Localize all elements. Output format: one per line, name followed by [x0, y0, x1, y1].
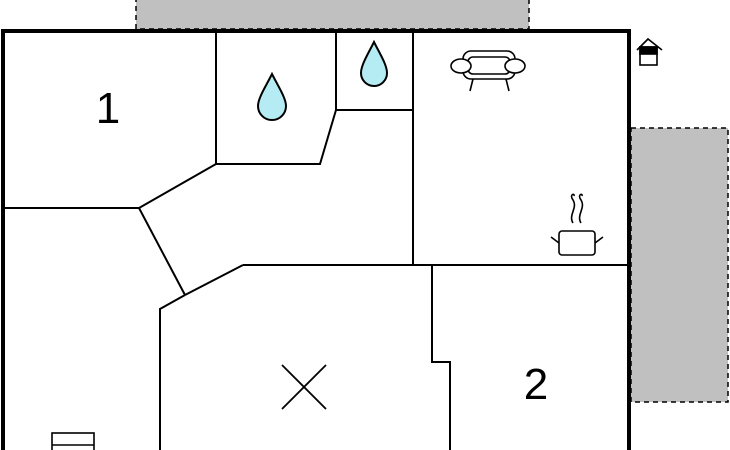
terrace-top: [135, 0, 530, 30]
shower-drop-icon: [256, 71, 288, 121]
cross-mark-icon: [281, 364, 327, 410]
entrance-icon: [636, 37, 663, 66]
room-label-2: 2: [524, 360, 548, 409]
sofa-icon: [450, 50, 526, 92]
room-label-1: 1: [96, 84, 120, 133]
shower-drop-icon: [359, 39, 389, 87]
cooking-pot-icon: [550, 193, 604, 256]
interior-walls: [3, 31, 629, 450]
outer-wall: [1, 29, 631, 450]
terrace-right: [630, 127, 729, 403]
bed-icon: [51, 432, 95, 450]
